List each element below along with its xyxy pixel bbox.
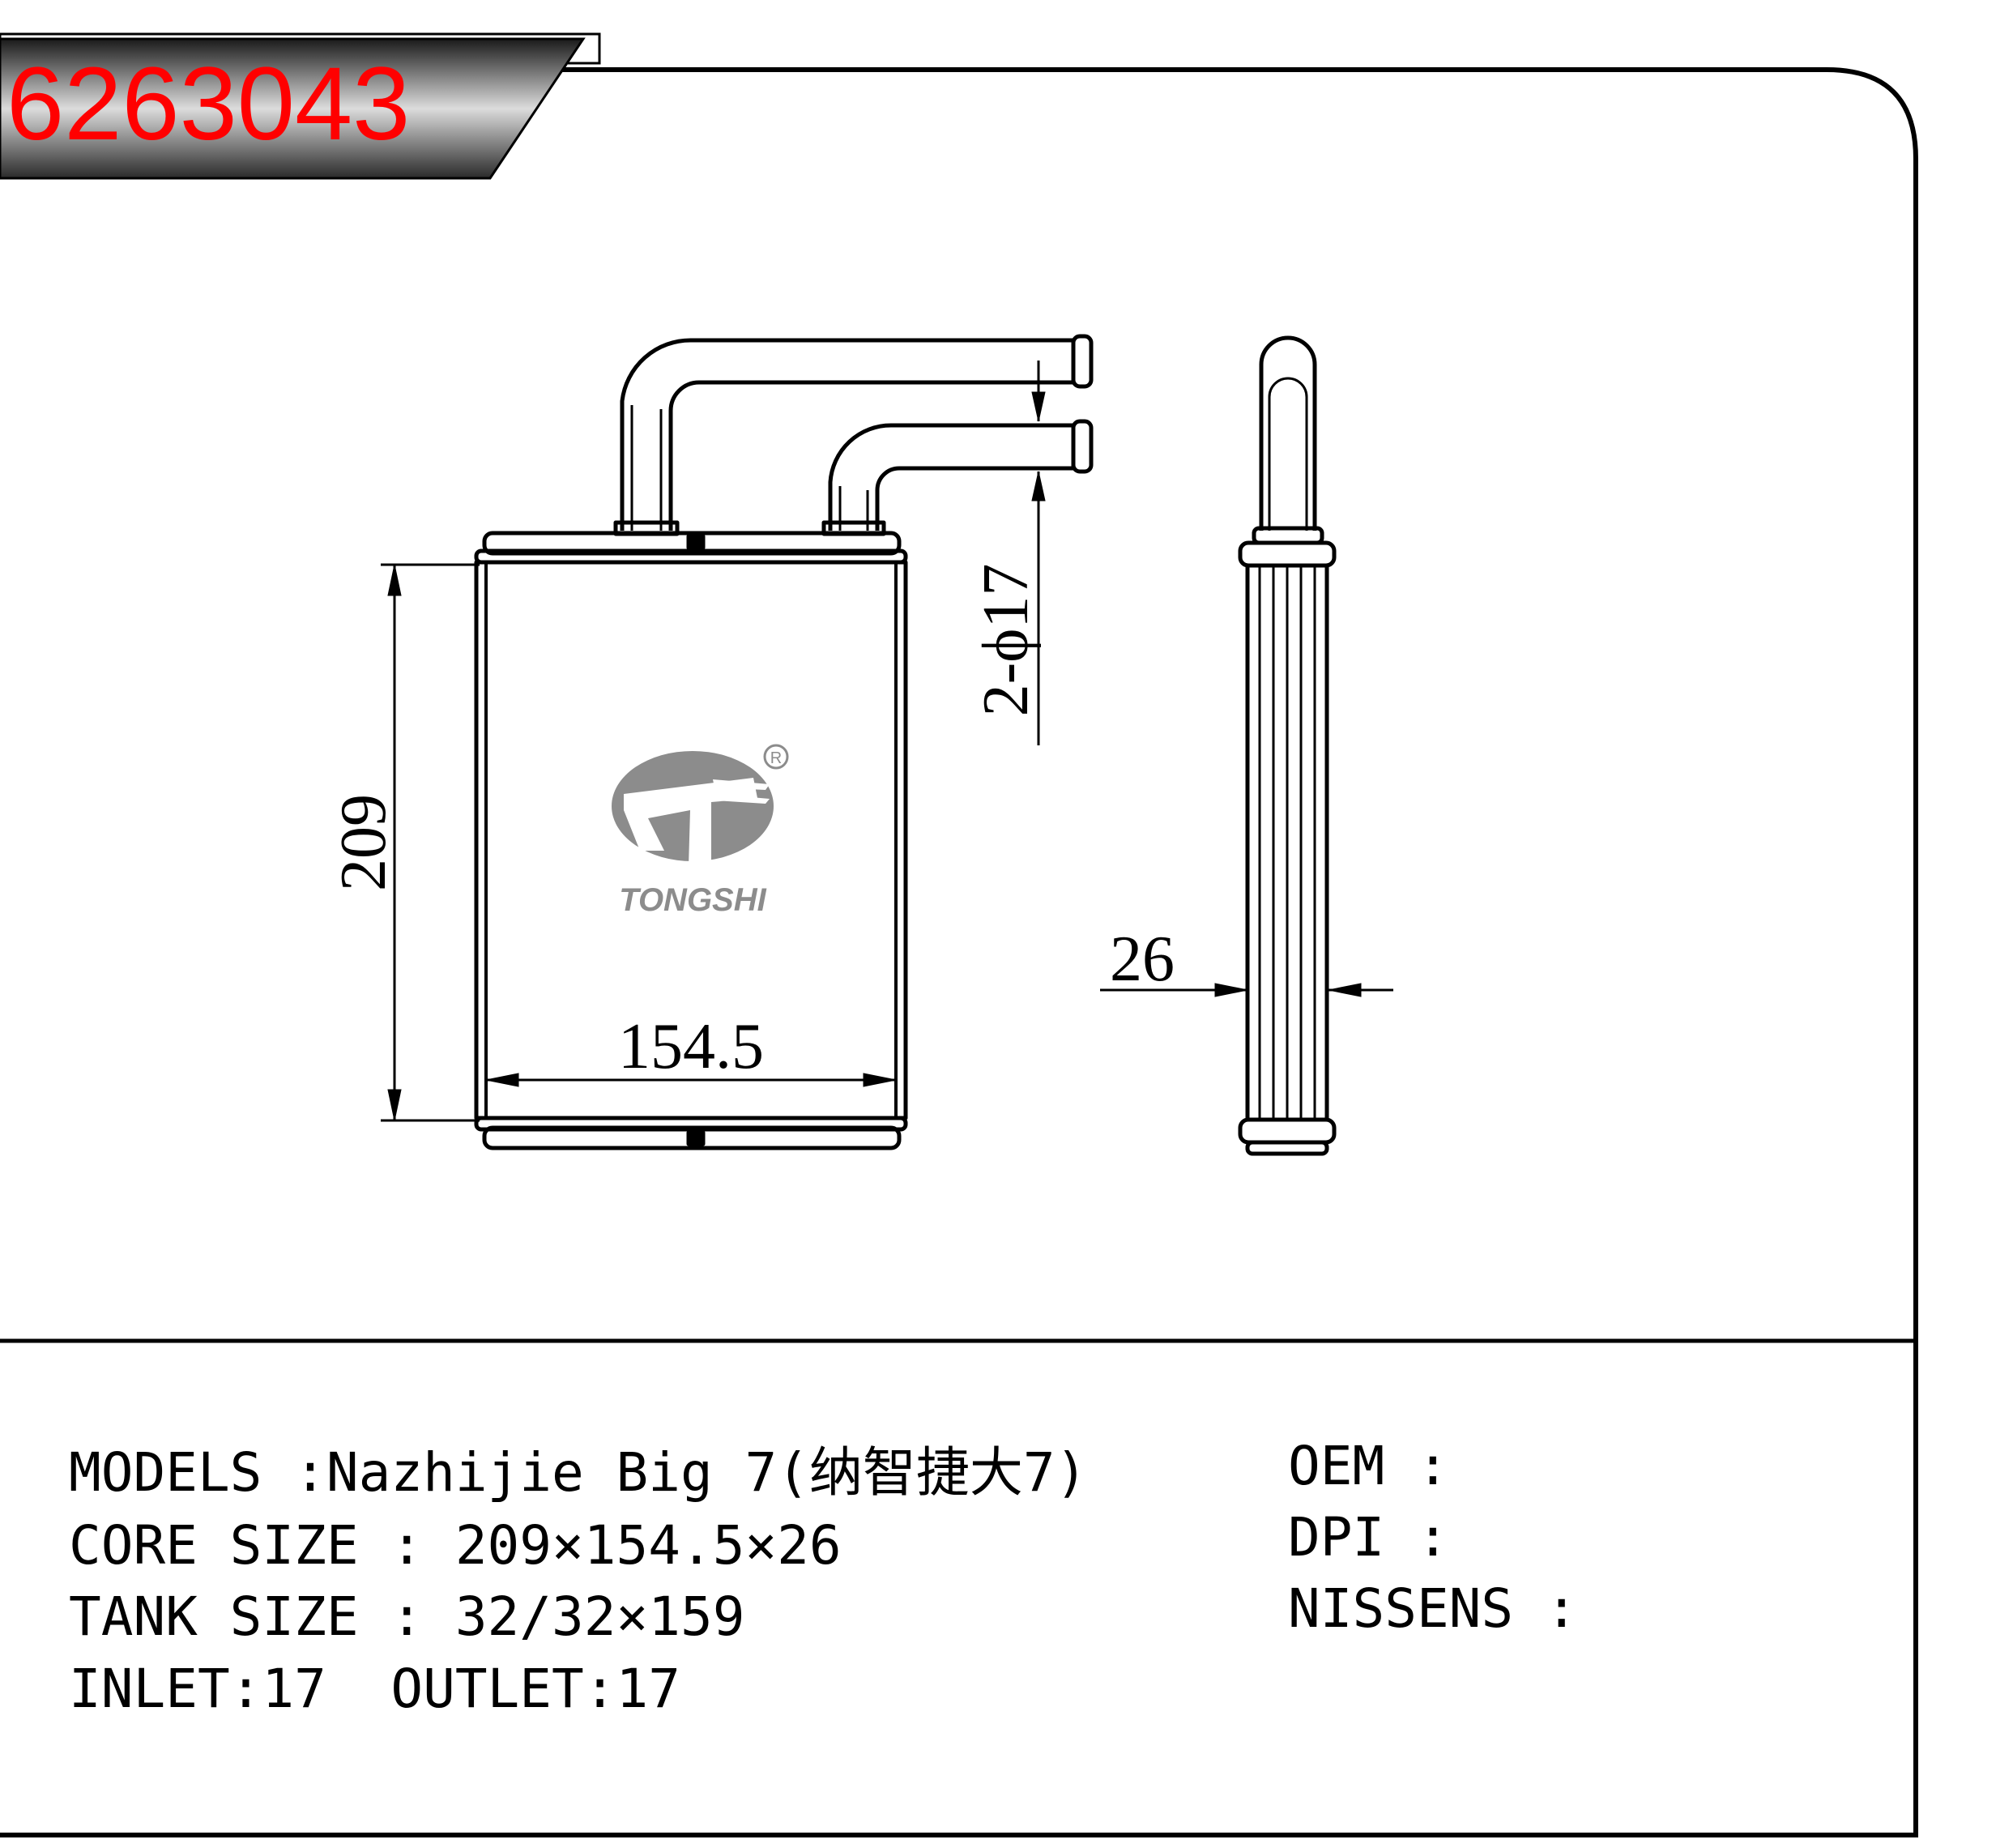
width-label: 154.5 bbox=[618, 1011, 764, 1082]
tongshi-logo: R TONGSHI bbox=[612, 744, 789, 918]
dpi-line: DPI : bbox=[1288, 1506, 1449, 1568]
part-number-banner: 6263043 bbox=[0, 32, 601, 180]
pipes-label: 2-ϕ17 bbox=[970, 564, 1042, 717]
dimension-thickness: 26 bbox=[1100, 924, 1393, 997]
nissens-line: NISSENS : bbox=[1288, 1577, 1578, 1640]
core-size-line: CORE SIZE : 209×154.5×26 bbox=[69, 1514, 842, 1577]
dimension-pipes: 2-ϕ17 bbox=[970, 361, 1046, 745]
part-number: 6263043 bbox=[6, 46, 410, 162]
logo-brand: TONGSHI bbox=[619, 882, 766, 918]
heater-core-front-view bbox=[474, 334, 1094, 1150]
inlet-outlet-line: INLET:17 OUTLET:17 bbox=[69, 1658, 680, 1720]
sheet-frame bbox=[0, 67, 1918, 1837]
registered-mark-icon bbox=[763, 744, 789, 770]
tank-size-line: TANK SIZE : 32/32×159 bbox=[69, 1586, 745, 1648]
dimension-width: 154.5 bbox=[485, 1011, 897, 1087]
models-line: MODELS :Nazhijie Big 7(纳智捷大7) bbox=[69, 1441, 1088, 1504]
oem-line: OEM : bbox=[1288, 1435, 1449, 1497]
dimension-height: 209 bbox=[328, 563, 480, 1122]
thickness-label: 26 bbox=[1110, 924, 1175, 995]
registered-mark: R bbox=[770, 749, 782, 767]
heater-core-side-view bbox=[1238, 335, 1337, 1156]
height-label: 209 bbox=[328, 794, 399, 891]
